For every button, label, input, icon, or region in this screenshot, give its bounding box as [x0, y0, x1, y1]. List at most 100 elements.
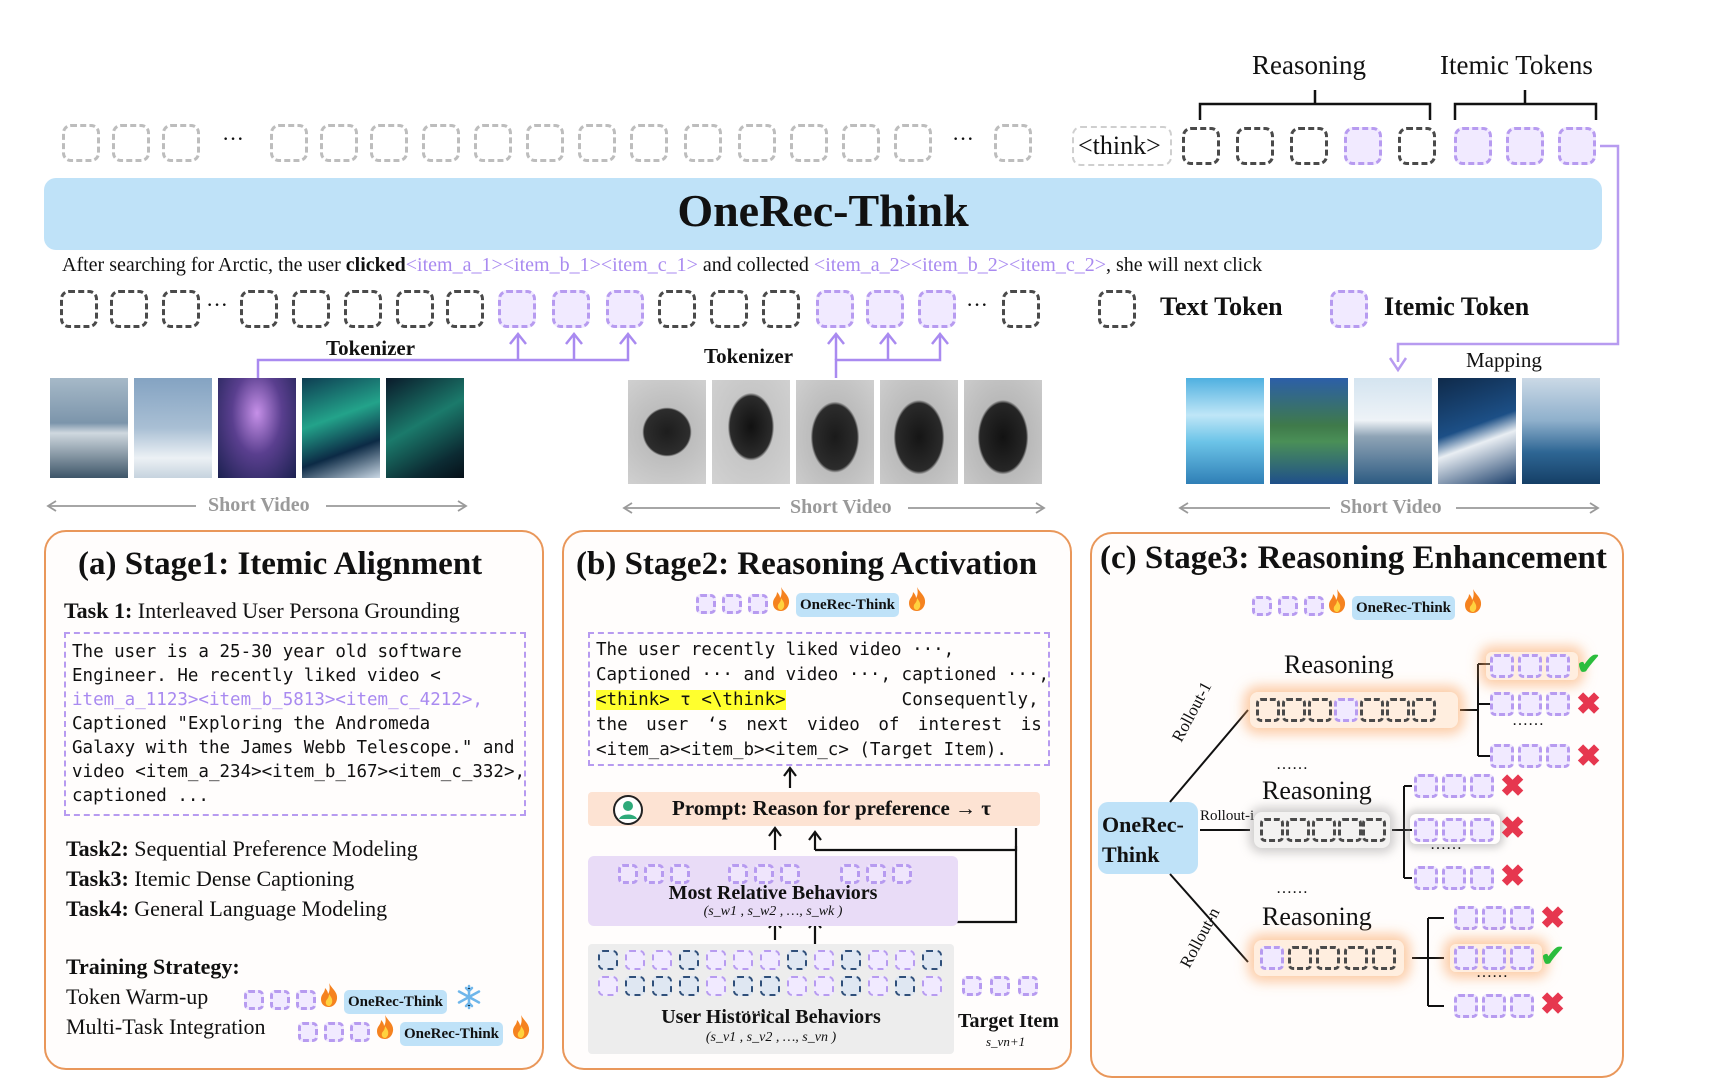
video-thumbnail-snow-tree	[134, 378, 212, 478]
video-thumbnail-camera-flip	[796, 380, 874, 484]
mini-itemic-token	[866, 864, 886, 884]
gray-token	[526, 124, 564, 162]
example-line: item_a_1123><item_b_5813><item_c_4212>,	[72, 690, 483, 710]
example-line: Galaxy with the James Webb Telescope." a…	[72, 738, 515, 758]
reasoning-token	[1288, 946, 1312, 970]
task2-label: Task2:	[66, 836, 129, 861]
mini-itemic-token	[696, 594, 716, 614]
model-title: OneRec-Think	[677, 185, 969, 236]
example-line: video <item_a_234><item_b_167><item_c_33…	[72, 762, 526, 782]
reasoning-token	[1360, 698, 1384, 722]
example-line: The user recently liked video ···,	[596, 640, 955, 660]
candidate-token	[1518, 744, 1542, 768]
ellipsis: ···	[206, 292, 228, 317]
candidate-token	[1546, 654, 1570, 678]
history-itemic-token	[868, 950, 888, 970]
model-badge: OneRec-Think	[796, 593, 900, 617]
history-itemic-token	[598, 976, 618, 996]
training-strategy-title: Training Strategy:	[66, 954, 240, 979]
video-thumbnail-camera-body	[964, 380, 1042, 484]
candidate-token	[1518, 654, 1542, 678]
history-itemic-token	[625, 950, 645, 970]
reasoning-token	[1344, 946, 1368, 970]
ellipsis: ···	[952, 126, 974, 151]
history-itemic-token	[652, 950, 672, 970]
text-token	[60, 290, 98, 328]
text-token	[162, 290, 200, 328]
history-token	[922, 950, 942, 970]
itemic-token	[866, 290, 904, 328]
sentence-items1: <item_a_1><item_b_1><item_c_1>	[405, 254, 698, 276]
history-token	[679, 950, 699, 970]
candidate-token	[1470, 866, 1494, 890]
gray-token	[370, 124, 408, 162]
fire-icon	[909, 587, 926, 611]
candidate-token	[1510, 946, 1534, 970]
candidate-token	[1470, 774, 1494, 798]
example-line-think: <think> τ <\think>Consequently,	[596, 688, 1049, 713]
user-icon	[613, 795, 643, 825]
fire-icon	[377, 1015, 394, 1039]
gray-token	[422, 124, 460, 162]
history-token	[841, 976, 861, 996]
task1: Task 1: Interleaved User Persona Groundi…	[64, 598, 460, 624]
fire-icon	[773, 587, 790, 611]
example-line: The user is a 25-30 year old software	[72, 642, 462, 662]
sentence-clicked: clicked	[345, 254, 406, 276]
candidate-token	[1510, 994, 1534, 1018]
candidate-token	[1454, 946, 1478, 970]
text-token	[658, 290, 696, 328]
mini-itemic-token	[350, 1022, 370, 1042]
cross-icon: ✖	[1540, 902, 1566, 935]
reasoning-token	[1338, 818, 1362, 842]
gray-token	[112, 124, 150, 162]
user-history-seq: (s_v1 , s_v2 , …, s_vn )	[705, 1030, 837, 1045]
stage2-title: (b) Stage2: Reasoning Activation	[576, 546, 1038, 582]
legend-text-token-label: Text Token	[1160, 292, 1283, 321]
history-itemic-token	[706, 950, 726, 970]
candidate-token	[1482, 994, 1506, 1018]
video-thumbnail-aurora-cabin	[302, 378, 380, 478]
mini-itemic-token	[840, 864, 860, 884]
gray-token	[162, 124, 200, 162]
ellipsis: ···	[222, 126, 244, 151]
candidate-token	[1490, 692, 1514, 716]
legend-itemic-token-label: Itemic Token	[1384, 292, 1530, 321]
text-token	[1002, 290, 1040, 328]
tokenizer-label-2: Tokenizer	[704, 344, 794, 368]
stage3-model-label-2: Think	[1102, 842, 1160, 867]
history-token	[787, 950, 807, 970]
reasoning-token	[1316, 946, 1340, 970]
mini-itemic-token	[670, 864, 690, 884]
cross-icon: ✖	[1500, 812, 1526, 845]
itemic-token	[552, 290, 590, 328]
candidate-token	[1510, 906, 1534, 930]
cross-icon: ✖	[1500, 860, 1526, 893]
stage1-example-box	[64, 632, 526, 816]
itemic-token	[606, 290, 644, 328]
cross-icon: ✖	[1576, 688, 1602, 721]
reasoning-token	[1256, 698, 1280, 722]
gray-token	[842, 124, 880, 162]
gray-token	[790, 124, 828, 162]
mini-itemic-token	[1304, 596, 1324, 616]
legend-text-token-swatch	[1098, 290, 1136, 328]
mini-itemic-token	[728, 864, 748, 884]
candidate-token	[1442, 774, 1466, 798]
history-token	[652, 976, 672, 996]
fire-icon	[1329, 589, 1346, 613]
candidate-token	[1546, 744, 1570, 768]
stage3-dots: ……	[1276, 756, 1308, 773]
history-token	[733, 976, 753, 996]
video-thumbnail-camera-back	[880, 380, 958, 484]
video-thumbnail-aurora-sky	[386, 378, 464, 478]
reasoning-token	[1312, 818, 1336, 842]
user-history-tokens	[598, 950, 948, 1004]
candidate-token	[1518, 692, 1542, 716]
mini-itemic-token	[754, 864, 774, 884]
task1-label: Task 1:	[64, 598, 133, 623]
mini-itemic-token	[244, 990, 264, 1010]
